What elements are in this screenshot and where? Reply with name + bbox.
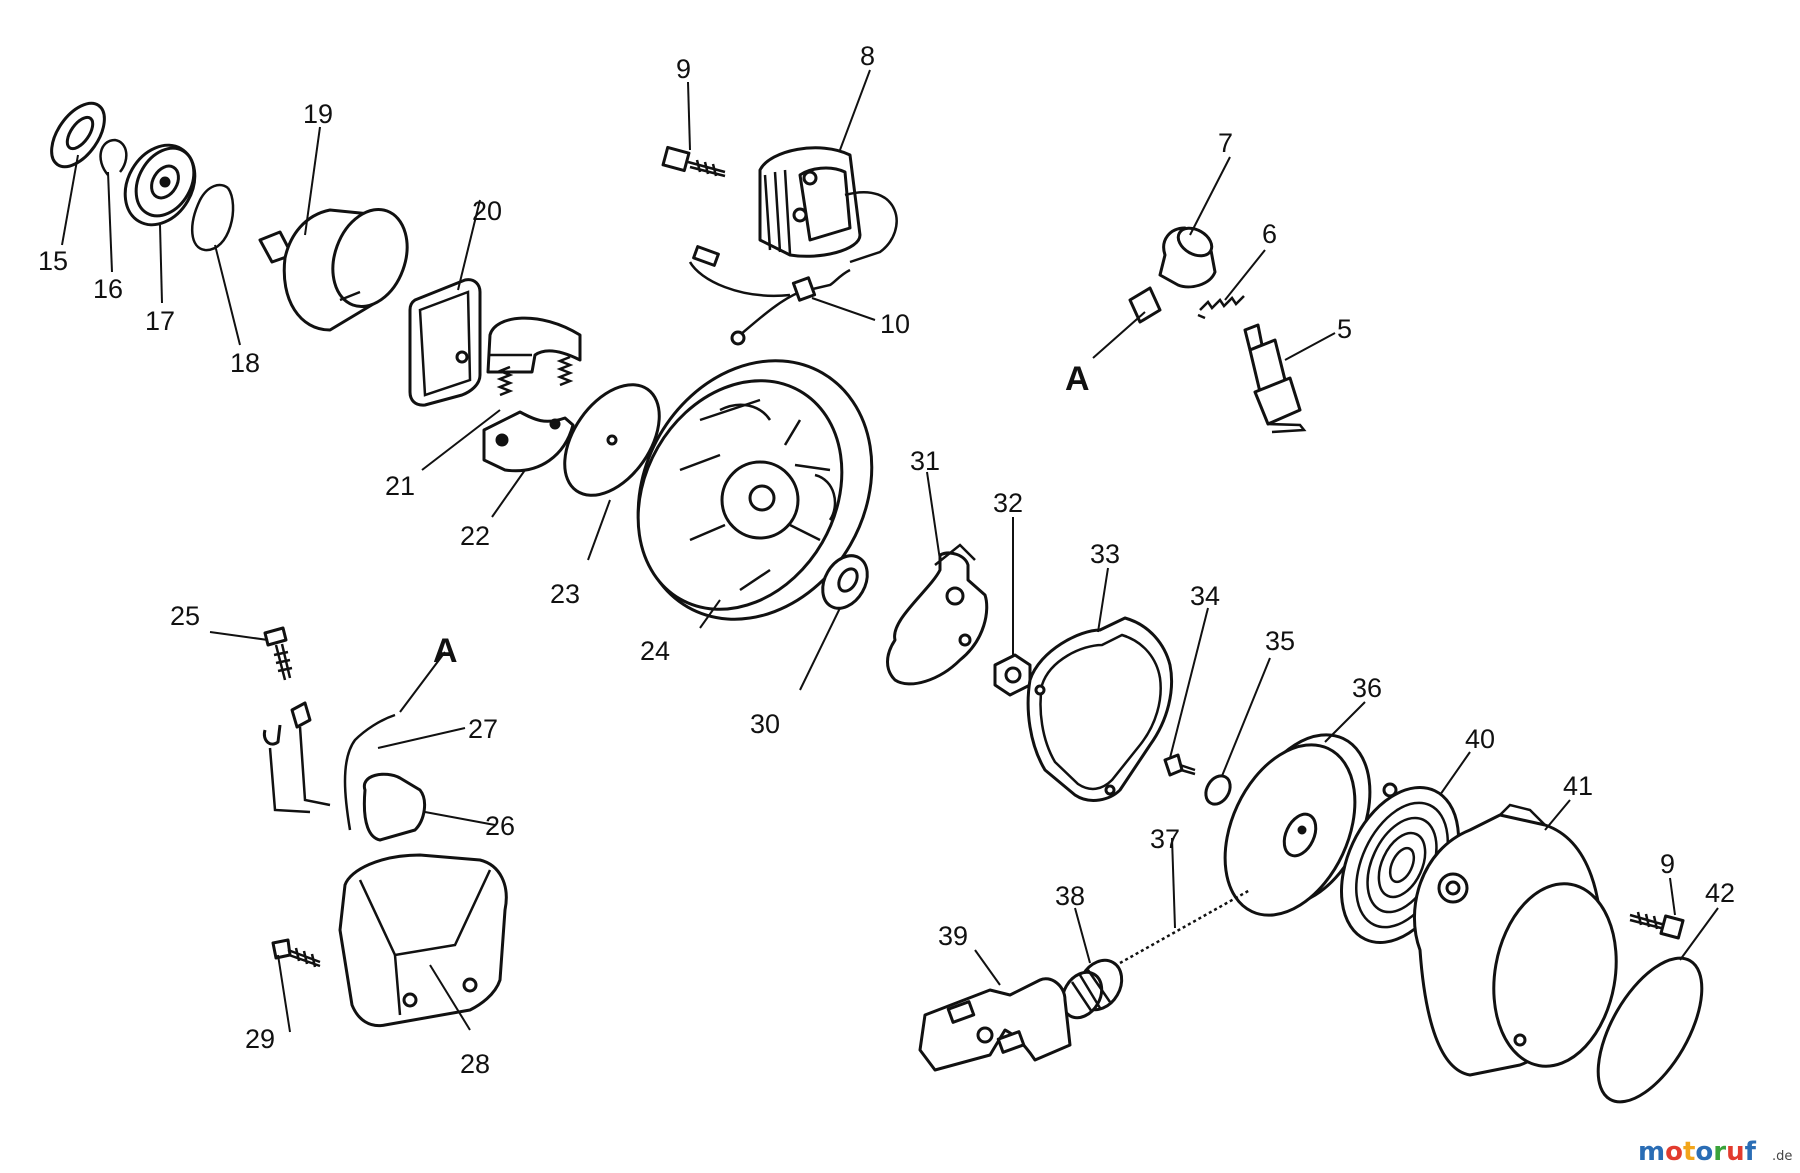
part-37-starter-rope [1119, 888, 1251, 965]
part-36-pulley [1223, 733, 1372, 917]
leader-lines [61, 69, 1719, 1033]
part-16-snap-ring [99, 138, 128, 176]
part-25-screw [263, 626, 293, 681]
label-26: 26 [485, 811, 515, 841]
part-8-ignition-coil [758, 146, 898, 264]
part-32-nut [993, 653, 1032, 697]
part-20-clutch-plate [408, 278, 482, 407]
part-26-stop-switch [362, 772, 427, 842]
label-29: 29 [245, 1024, 275, 1054]
part-31-bracket [886, 543, 989, 686]
label-18: 18 [230, 348, 260, 378]
part-7-spark-plug-boot [1128, 226, 1217, 324]
part-35-washer [1204, 774, 1232, 806]
part-27-ignition-wire [262, 701, 396, 831]
part-42-cover-disk [1596, 956, 1704, 1104]
watermark-letter: m [1638, 1137, 1665, 1167]
label-30: 30 [750, 709, 780, 739]
label-27: 27 [468, 714, 498, 744]
svg-text:motoruf: motoruf [1638, 1137, 1757, 1167]
label-39: 39 [938, 921, 968, 951]
part-17-bearing [123, 143, 197, 227]
watermark-letter: o [1695, 1137, 1713, 1167]
label-20: 20 [472, 196, 502, 226]
part-6-spring [1197, 295, 1245, 320]
part-38-grip-insert [1060, 958, 1124, 1020]
watermark-letter: f [1745, 1137, 1757, 1167]
label-38: 38 [1055, 881, 1085, 911]
label-31: 31 [910, 446, 940, 476]
part-39-starter-handle [918, 977, 1072, 1072]
label-35: 35 [1265, 626, 1295, 656]
label-21: 21 [385, 471, 415, 501]
watermark-logo: motoruf .de [1638, 1137, 1792, 1167]
label-24: 24 [640, 636, 670, 666]
label-23: 23 [550, 579, 580, 609]
label-16: 16 [93, 274, 123, 304]
part-5-spark-plug [1243, 323, 1307, 434]
watermark-suffix: .de [1772, 1149, 1792, 1164]
label-9-right: 9 [1660, 849, 1675, 879]
label-22: 22 [460, 521, 490, 551]
label-42: 42 [1705, 878, 1735, 908]
label-7: 7 [1218, 128, 1233, 158]
label-9-top: 9 [676, 54, 691, 84]
part-41-starter-housing [1412, 803, 1618, 1077]
watermark-letter: r [1713, 1137, 1726, 1167]
marker-a-bottom: A [433, 632, 458, 670]
part-9-screw-top [661, 145, 726, 178]
label-19: 19 [303, 99, 333, 129]
label-34: 34 [1190, 581, 1220, 611]
label-6: 6 [1262, 219, 1277, 249]
label-25: 25 [170, 601, 200, 631]
part-34-screw [1163, 753, 1196, 777]
part-15-washer [50, 101, 106, 169]
label-41: 41 [1563, 771, 1593, 801]
label-15: 15 [38, 246, 68, 276]
part-33-gasket [1026, 616, 1174, 802]
part-21-spring [496, 355, 574, 397]
part-10-wire-lead [688, 245, 851, 346]
part-9-screw-right [1629, 911, 1685, 940]
watermark-letter: t [1683, 1137, 1695, 1167]
label-5: 5 [1337, 314, 1352, 344]
part-28-handle-cover [338, 853, 508, 1028]
part-24-flywheel [636, 359, 874, 621]
label-32: 32 [993, 488, 1023, 518]
part-30-nut-ring [821, 554, 869, 610]
part-19-clutch-drum [258, 208, 409, 332]
label-37: 37 [1150, 824, 1180, 854]
label-28: 28 [460, 1049, 490, 1079]
watermark-letter: o [1665, 1137, 1683, 1167]
part-23-washer-disk [563, 383, 661, 497]
part-29-screw [271, 938, 321, 968]
label-10: 10 [880, 309, 910, 339]
marker-a-top: A [1065, 360, 1090, 398]
part-22-clutch-shoe-lower [482, 410, 575, 473]
label-17: 17 [145, 306, 175, 336]
label-36: 36 [1352, 673, 1382, 703]
label-8: 8 [860, 41, 875, 71]
label-33: 33 [1090, 539, 1120, 569]
watermark-letter: u [1726, 1137, 1745, 1167]
part-18-circlip [190, 183, 235, 252]
label-40: 40 [1465, 724, 1495, 754]
callout-labels: 15 16 17 18 19 20 21 22 23 24 30 9 8 10 … [38, 41, 1735, 1079]
clutch-shoe-upper [486, 316, 582, 374]
